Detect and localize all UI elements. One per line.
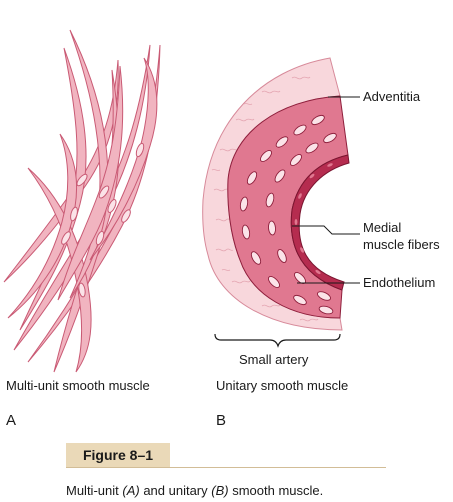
caption-text-1: Multi-unit bbox=[66, 483, 123, 498]
medial-muscle-cells bbox=[239, 114, 337, 315]
medial-leader-line bbox=[292, 225, 360, 235]
panel-b-letter: B bbox=[216, 412, 227, 429]
figure-divider bbox=[66, 467, 386, 468]
panel-a-title: Multi-unit smooth muscle bbox=[6, 378, 150, 393]
fiber-nucleus bbox=[121, 209, 131, 223]
endothelium-cells bbox=[294, 163, 333, 275]
callout-lines bbox=[292, 96, 360, 284]
figure-number-tag: Figure 8–1 bbox=[66, 443, 170, 467]
small-artery-label: Small artery bbox=[239, 352, 309, 367]
small-artery-bracket bbox=[214, 333, 341, 348]
endothelium-label: Endothelium bbox=[363, 275, 436, 290]
figure-caption: Multi-unit (A) and unitary (B) smooth mu… bbox=[66, 483, 323, 498]
muscle-fiber bbox=[57, 65, 124, 301]
fiber-nucleus bbox=[61, 231, 71, 245]
caption-text-2: and unitary bbox=[139, 483, 212, 498]
endothelium-layer bbox=[290, 154, 350, 291]
fiber-nucleus bbox=[107, 199, 117, 213]
caption-b-ref: (B) bbox=[211, 483, 229, 498]
fiber-nucleus bbox=[98, 185, 110, 199]
adventitia-label: Adventitia bbox=[363, 89, 421, 104]
multi-unit-muscle-fibers bbox=[3, 29, 161, 373]
medial-label-line1: Medial bbox=[363, 220, 402, 235]
muscle-fiber bbox=[7, 133, 77, 319]
medial-label-line2: muscle fibers bbox=[363, 237, 440, 252]
fiber-nucleus bbox=[76, 173, 88, 187]
muscle-fiber bbox=[89, 57, 158, 261]
panel-b-title: Unitary smooth muscle bbox=[216, 378, 349, 393]
caption-a-ref: (A) bbox=[122, 483, 140, 498]
caption-text-3: smooth muscle. bbox=[228, 483, 324, 498]
fiber-nucleus bbox=[95, 230, 105, 246]
multi-unit-nuclei bbox=[61, 142, 145, 298]
fiber-nucleus bbox=[135, 142, 145, 158]
panel-a-letter: A bbox=[6, 412, 17, 429]
fiber-nucleus bbox=[70, 206, 78, 222]
fiber-nucleus bbox=[78, 282, 86, 298]
muscle-fiber bbox=[69, 29, 109, 299]
